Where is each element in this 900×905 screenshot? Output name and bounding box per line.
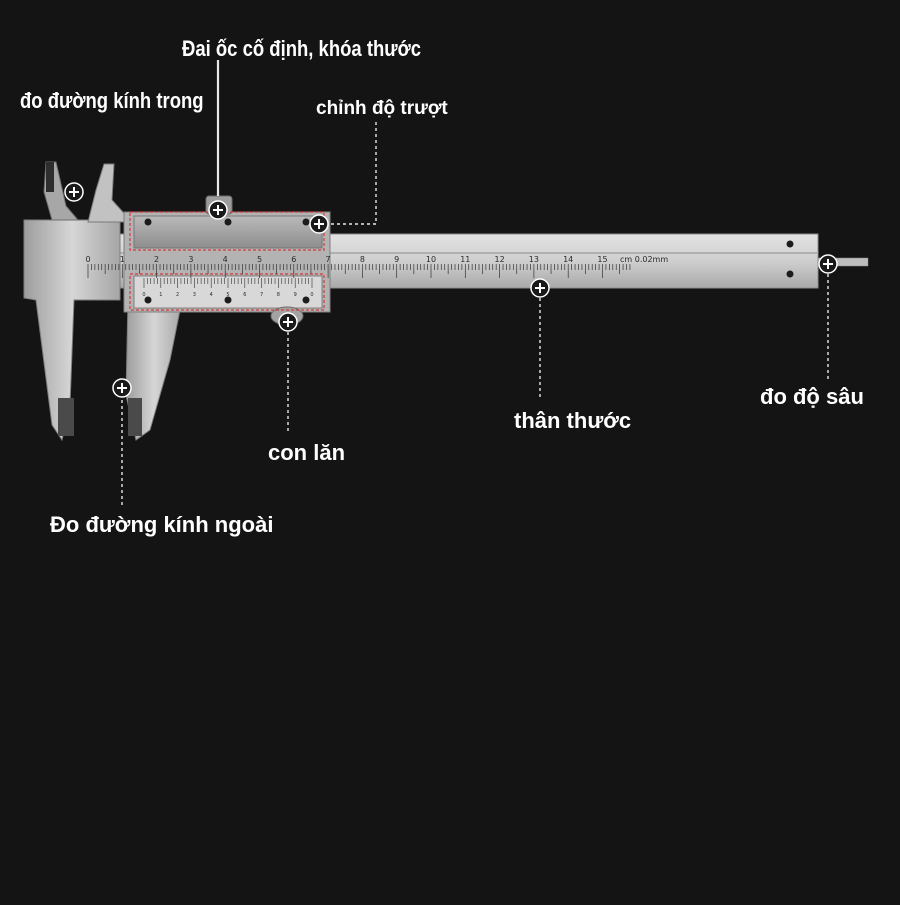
marker xyxy=(309,214,329,234)
vernier-number: 9 xyxy=(294,292,297,298)
plus-circle-icon xyxy=(69,187,79,197)
vernier-numbers: 0 1 2 3 4 5 6 7 8 9 0 xyxy=(142,292,313,298)
vernier-number: 5 xyxy=(226,292,229,298)
screw xyxy=(224,218,232,226)
fixed-inner-tip-dark xyxy=(46,162,54,192)
label-lock-nut: Đai ốc cố định, khóa thước xyxy=(182,36,422,61)
vernier-number: 0 xyxy=(310,292,313,298)
marker xyxy=(64,182,84,202)
main-scale-number: 14 xyxy=(563,255,573,264)
main-scale-number: 0 xyxy=(85,255,90,264)
plus-circle-icon xyxy=(314,219,324,229)
scale-unit: cm 0.02mm xyxy=(620,255,668,264)
vernier-number: 8 xyxy=(277,292,280,298)
beam-groove xyxy=(26,252,818,254)
label-inner-diameter: đo đường kính trong xyxy=(20,88,204,113)
vernier-number: 0 xyxy=(142,292,145,298)
marker xyxy=(112,378,132,398)
screw xyxy=(144,296,152,304)
main-scale-number: 7 xyxy=(326,255,331,264)
main-scale-number: 4 xyxy=(223,255,228,264)
label-slide-adjust: chỉnh độ trượt xyxy=(316,98,448,119)
main-scale-number: 13 xyxy=(529,255,539,264)
vernier-ticks xyxy=(143,278,313,288)
plus-circle-icon xyxy=(535,283,545,293)
label-main-beam: thân thước xyxy=(514,408,632,433)
screw xyxy=(302,296,310,304)
main-scale-number: 12 xyxy=(495,255,505,264)
plus-circle-icon xyxy=(823,259,833,269)
vernier-number: 7 xyxy=(260,292,263,298)
vernier-number: 4 xyxy=(210,292,213,298)
leader-lines xyxy=(121,60,829,506)
fixed-jaw-tip-dark xyxy=(58,398,74,436)
vernier-number: 6 xyxy=(243,292,246,298)
plus-circle-icon xyxy=(213,205,223,215)
screw xyxy=(144,218,152,226)
plus-circle-icon xyxy=(117,383,127,393)
vernier-number: 1 xyxy=(159,292,162,298)
vernier-number: 3 xyxy=(193,292,196,298)
main-scale-number: 1 xyxy=(120,255,125,264)
plus-circle-icon xyxy=(283,317,293,327)
main-scale-number: 5 xyxy=(257,255,262,264)
movable-jaw-tip-dark xyxy=(128,398,142,436)
vernier-number: 2 xyxy=(176,292,179,298)
main-scale-number: 9 xyxy=(394,255,399,264)
label-depth: đo độ sâu xyxy=(760,384,864,409)
marker xyxy=(208,200,228,220)
screw xyxy=(786,240,794,248)
marker xyxy=(818,254,838,274)
leader-slide-adjust xyxy=(328,122,377,225)
main-scale-number: 11 xyxy=(460,255,470,264)
main-scale-number: 8 xyxy=(360,255,365,264)
main-scale-ticks xyxy=(87,264,631,278)
screw xyxy=(302,218,310,226)
main-scale-number: 10 xyxy=(426,255,436,264)
main-scale-number: 2 xyxy=(154,255,159,264)
highlight-vernier xyxy=(129,273,325,311)
marker xyxy=(278,312,298,332)
main-scale-number: 6 xyxy=(291,255,296,264)
main-scale-number: 15 xyxy=(597,255,607,264)
main-scale-number: 3 xyxy=(188,255,193,264)
label-outer-diameter: Đo đường kính ngoài xyxy=(50,512,274,537)
screw xyxy=(786,270,794,278)
label-roller: con lăn xyxy=(268,440,346,465)
screw xyxy=(224,296,232,304)
marker xyxy=(530,278,550,298)
